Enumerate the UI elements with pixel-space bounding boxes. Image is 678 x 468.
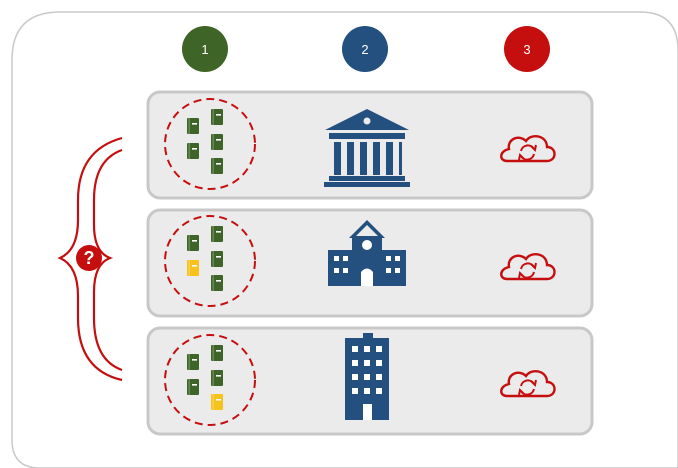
book-green-icon bbox=[211, 275, 223, 291]
school-icon bbox=[328, 220, 406, 286]
step-circle-3: 3 bbox=[504, 26, 550, 72]
book-group-outline bbox=[164, 215, 256, 307]
step-circle-1: 1 bbox=[182, 26, 228, 72]
book-green-icon bbox=[187, 235, 199, 251]
book-green-icon bbox=[211, 370, 223, 386]
book-green-icon bbox=[211, 109, 223, 125]
book-green-icon bbox=[211, 251, 223, 267]
book-group-outline bbox=[164, 334, 256, 426]
question-badge: ? bbox=[76, 245, 102, 271]
step-number-2: 2 bbox=[361, 42, 368, 57]
office-tower-icon bbox=[345, 333, 389, 420]
book-green-icon bbox=[211, 345, 223, 361]
book-yellow-icon bbox=[187, 260, 199, 276]
book-green-icon bbox=[211, 158, 223, 174]
book-group-outline bbox=[164, 98, 256, 190]
step-number-1: 1 bbox=[201, 42, 208, 57]
book-green-icon bbox=[187, 118, 199, 134]
book-green-icon bbox=[187, 354, 199, 370]
book-green-icon bbox=[187, 379, 199, 395]
book-green-icon bbox=[211, 134, 223, 150]
curly-brace bbox=[57, 136, 123, 382]
row-1 bbox=[146, 90, 594, 200]
step-circle-2: 2 bbox=[342, 26, 388, 72]
courthouse-icon bbox=[324, 109, 410, 187]
book-green-icon bbox=[211, 226, 223, 242]
book-green-icon bbox=[187, 143, 199, 159]
step-number-3: 3 bbox=[523, 42, 530, 57]
book-yellow-icon bbox=[211, 394, 223, 410]
question-mark-icon: ? bbox=[84, 248, 95, 268]
